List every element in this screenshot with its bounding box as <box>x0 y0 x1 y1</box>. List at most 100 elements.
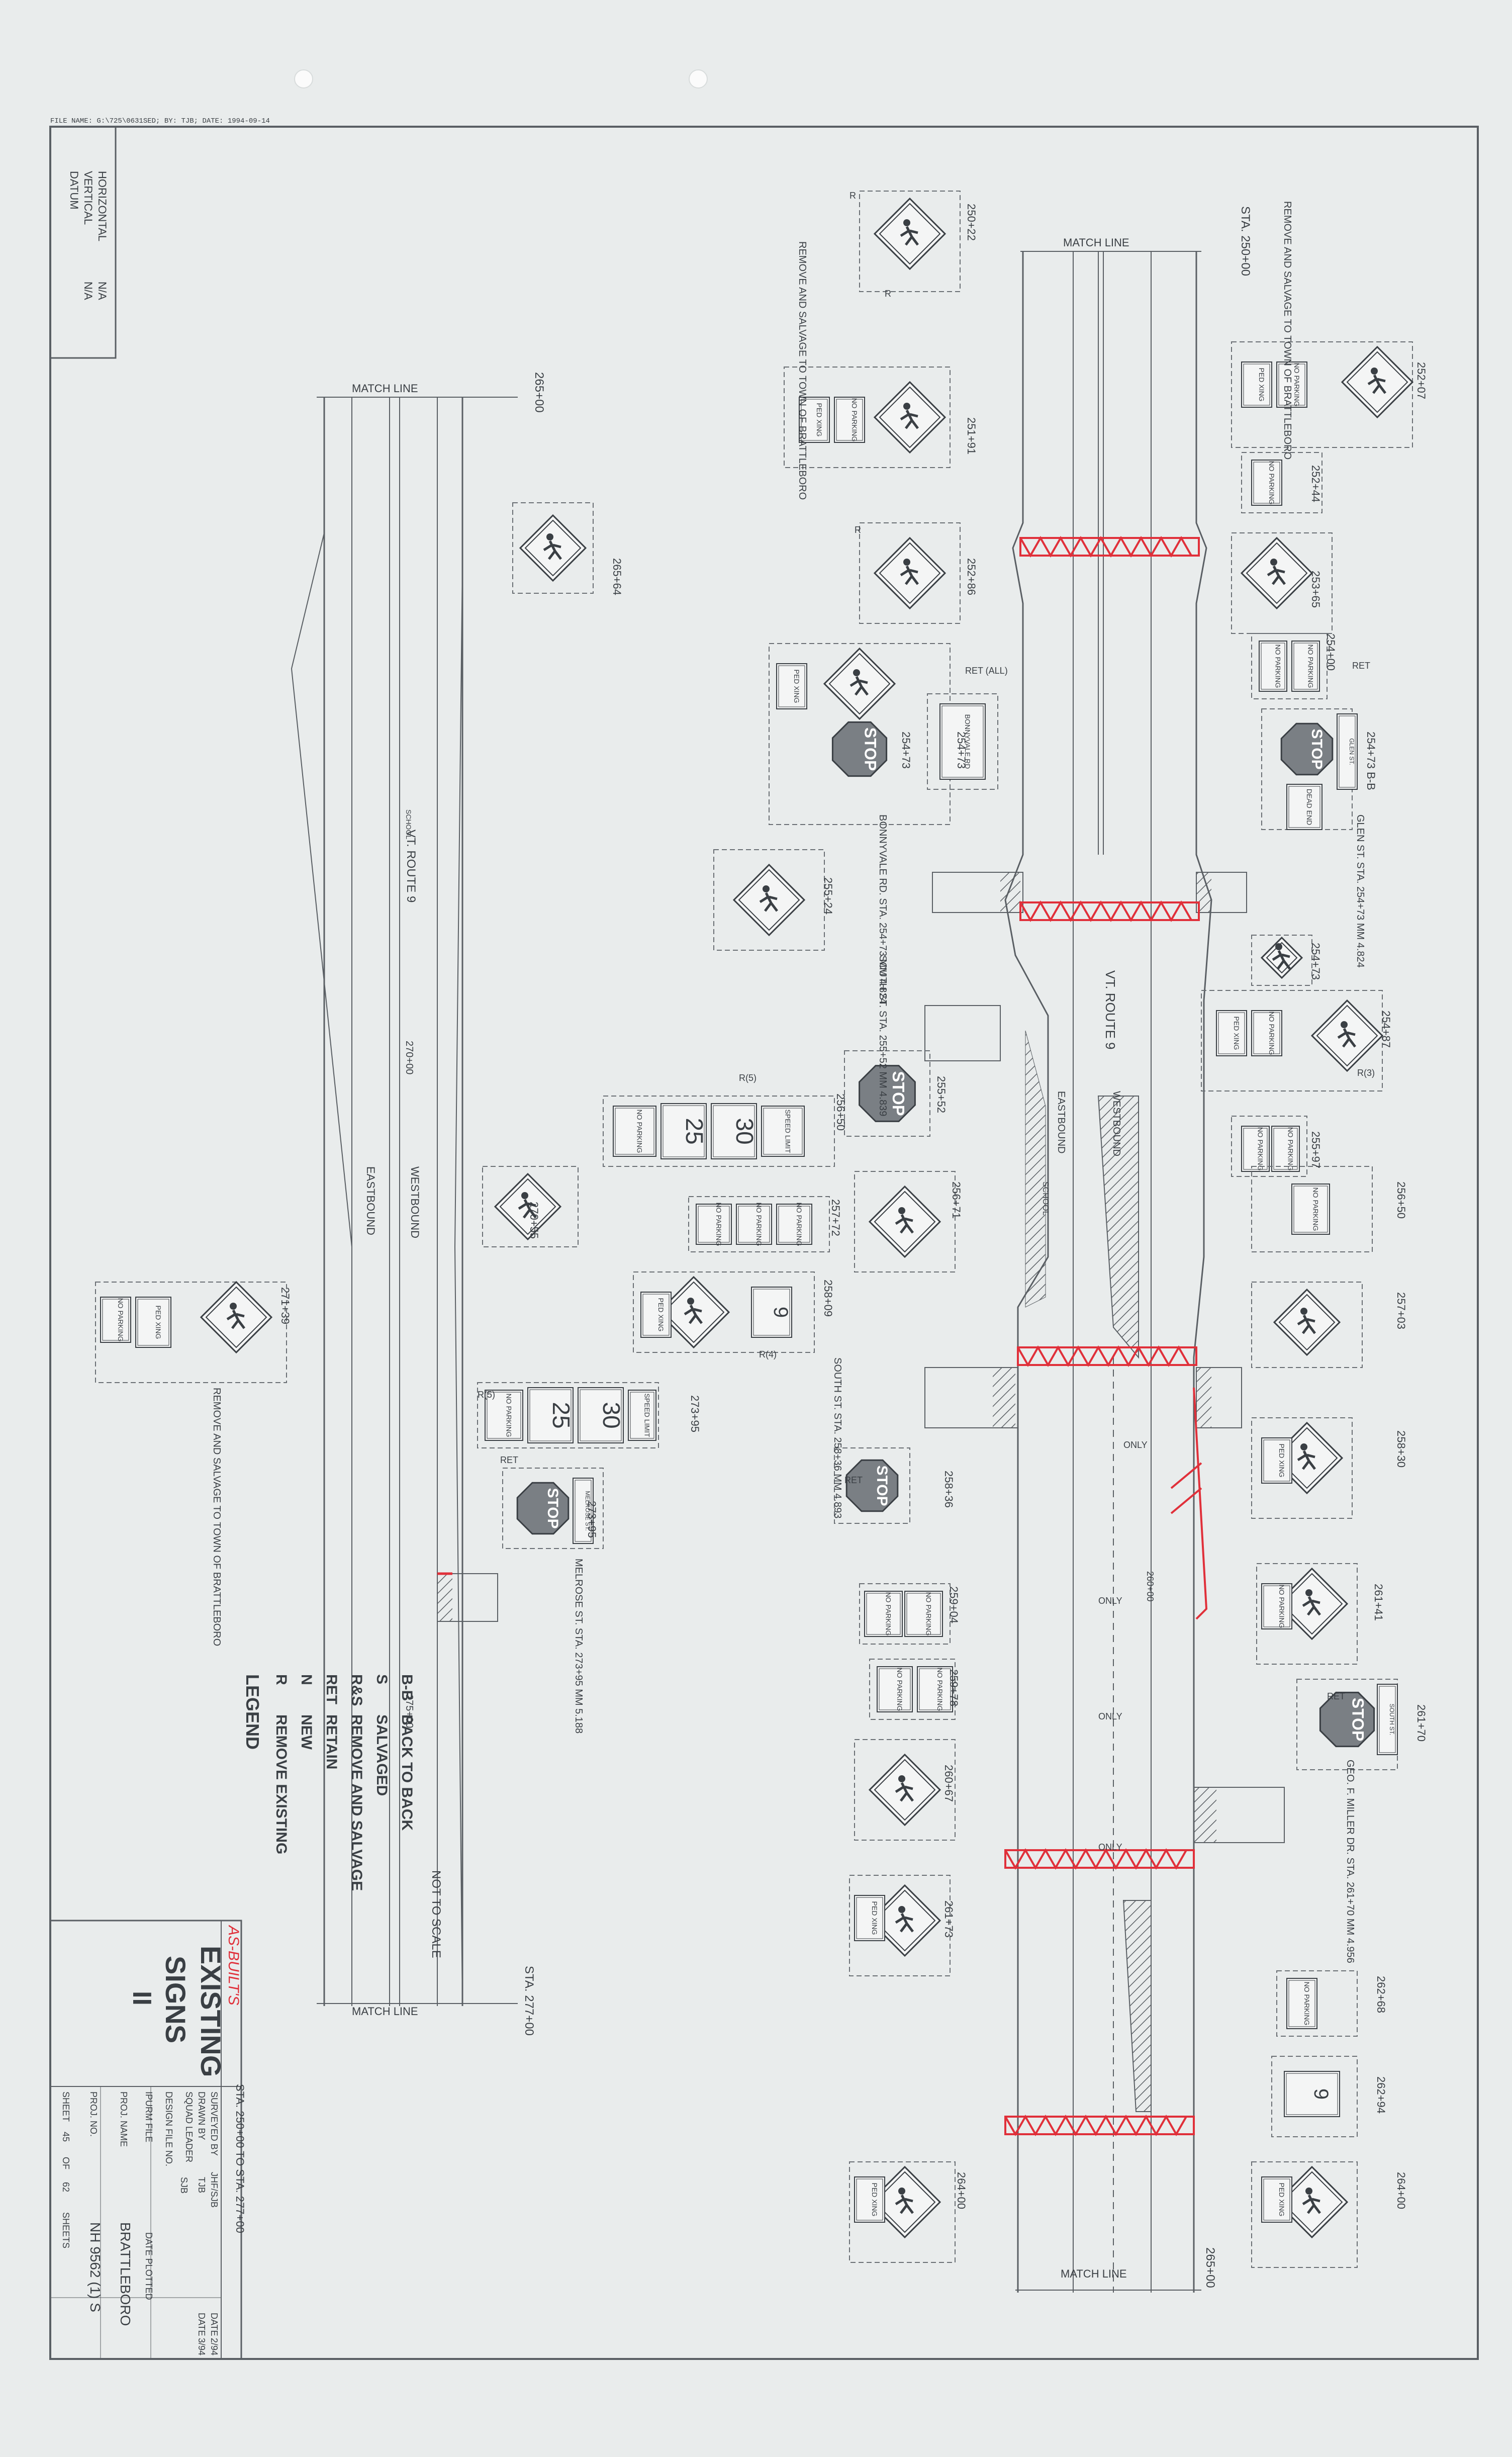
title-line-2: SIGNS <box>160 1956 192 2043</box>
sign-callout-box <box>927 693 998 790</box>
sign-callout-box <box>1201 990 1383 1091</box>
no-parking-plate: NO PARKING <box>1291 1184 1330 1235</box>
svg-text:STOP: STOP <box>889 1071 908 1116</box>
svg-text:SPEED LIMIT: SPEED LIMIT <box>643 1393 651 1437</box>
no-parking-plate: NO PARKING <box>877 1666 913 1712</box>
legend-title: LEGEND <box>242 1674 263 1750</box>
svg-text:PED XING: PED XING <box>1278 1444 1286 1478</box>
station-callout: 252+44 <box>1309 465 1322 502</box>
sheets-label: SHEETS <box>61 2212 71 2248</box>
sign-callout-box <box>769 643 951 825</box>
handwritten-as-builts: AS-BUILT'S <box>225 1925 242 2006</box>
svg-text:NO PARKING: NO PARKING <box>1268 461 1276 505</box>
sign-callout-box <box>713 849 825 951</box>
speed-limit-sign: 30 <box>711 1103 758 1159</box>
svg-text:SPEED LIMIT: SPEED LIMIT <box>784 1109 792 1153</box>
station-callouts: 250+22 251+91 252+86 254+73 254+73 255+2… <box>279 204 1428 2209</box>
left-station-mid: 270+00 <box>404 1041 415 1074</box>
svg-text:PED XING: PED XING <box>871 1901 879 1935</box>
svg-text:9: 9 <box>1310 2088 1332 2100</box>
ped-xing-plate: PED XING <box>1216 1010 1247 1056</box>
ped-xing-plate: PED XING <box>1261 2176 1292 2223</box>
station-callout: 256+50 <box>1395 1181 1407 1219</box>
remove-note: REMOVE AND SALVAGE TO TOWN OF BRATTLEBOR… <box>797 241 808 500</box>
sign-status-label: RET <box>500 1455 518 1465</box>
sign-status-label: R <box>885 289 891 299</box>
no-parking-plate: NO PARKING <box>100 1297 131 1343</box>
svg-text:PED XING: PED XING <box>793 670 801 703</box>
station-callout: 271+39 <box>279 1287 292 1324</box>
no-parking-plate: NO PARKING <box>1251 460 1282 506</box>
station-callout: 258+09 <box>822 1280 834 1317</box>
sign-callout-box <box>859 522 961 624</box>
svg-text:NO PARKING: NO PARKING <box>1312 1188 1320 1231</box>
left-sta-end: STA. 277+00 <box>522 1966 536 2036</box>
only-marking: ONLY <box>1123 1440 1148 1450</box>
sign-callout-box <box>1276 1970 1358 2037</box>
sign-callout-box <box>849 1875 951 1976</box>
date-plotted-label: DATE PLOTTED <box>144 2232 154 2300</box>
svg-text:30: 30 <box>731 1118 758 1144</box>
street-name-sign: BONNYVALE RD <box>939 703 986 780</box>
no-parking-plate: NO PARKING <box>1251 1010 1282 1056</box>
svg-text:PED XING: PED XING <box>1278 2183 1286 2217</box>
sign-callout-box <box>1241 452 1322 513</box>
station-callout: 252+07 <box>1415 362 1428 399</box>
ped-xing-plate: PED XING <box>135 1297 171 1348</box>
legend-code: N <box>298 1674 315 1685</box>
svg-text:NO PARKING: NO PARKING <box>925 1592 933 1636</box>
sign-callout-box <box>834 1447 910 1524</box>
street-note: SOUTH ST. STA. 258+36 MM 4.893 <box>832 1357 843 1518</box>
ped-xing-plate: PED XING <box>799 397 830 443</box>
cross-road-sign <box>1273 1288 1341 1356</box>
punch-hole <box>689 69 708 88</box>
sheet-of: OF <box>61 2157 71 2169</box>
station-callout: 258+36 <box>942 1471 955 1508</box>
datum-horizontal-label: HORIZONTAL <box>96 171 109 241</box>
svg-text:NO PARKING: NO PARKING <box>850 398 859 442</box>
sign-callout-box <box>95 1282 287 1383</box>
title-line-1: EXISTING <box>195 1946 227 2077</box>
sheet-number: 45 <box>61 2132 71 2142</box>
right-match-line-top: MATCH LINE <box>1063 236 1129 249</box>
remove-note: REMOVE AND SALVAGE TO TOWN OF BRATTLEBOR… <box>1282 201 1293 460</box>
svg-text:MELROSE ST.: MELROSE ST. <box>584 1491 591 1530</box>
punch-hole <box>294 69 313 88</box>
t-intersection-sign <box>200 1281 273 1354</box>
surveyed-by-label: SURVEYED BY <box>209 2091 219 2156</box>
datum-horizontal-value: N/A <box>96 282 109 300</box>
station-callout: 256+50 <box>834 1094 847 1131</box>
sign-callout-box <box>1251 2161 1358 2268</box>
legend-meaning: REMOVE EXISTING <box>273 1714 290 1854</box>
station-range: STA. 250+00 TO STA. 277+00 <box>234 2084 246 2233</box>
station-callout: 262+68 <box>1375 1976 1387 2013</box>
only-marking: ONLY <box>1098 1842 1122 1852</box>
sign-status-label: RET <box>1327 1691 1345 1701</box>
pedestrian-warning-sign <box>823 647 896 720</box>
sign-status-label: RET (ALL) <box>965 666 1008 676</box>
no-parking-plate: NO PARKING <box>776 1203 812 1246</box>
street-note: GLEN ST. STA. 254+73 MM 4.824 <box>1355 814 1366 968</box>
legend-meaning: REMOVE AND SALVAGE <box>348 1714 365 1891</box>
svg-text:PED XING: PED XING <box>871 2183 879 2217</box>
station-callout: 261+70 <box>1415 1704 1428 1742</box>
no-parking-plate: NO PARKING <box>485 1390 523 1441</box>
no-parking-plate: NO PARKING <box>917 1666 953 1712</box>
svg-text:BONNYVALE RD: BONNYVALE RD <box>964 714 972 769</box>
sign-callout-box <box>844 1050 930 1137</box>
no-parking-plate: NO PARKING <box>1286 1978 1317 2029</box>
no-parking-plate: NO PARKING <box>613 1106 656 1157</box>
station-callout: 253+65 <box>1309 571 1322 608</box>
project-name: BRATTLEBORO <box>118 2222 133 2326</box>
left-match-line-bottom: MATCH LINE <box>352 2005 418 2018</box>
no-parking-plate: NO PARKING <box>904 1591 943 1637</box>
svg-text:NO PARKING: NO PARKING <box>636 1110 644 1153</box>
svg-text:NO PARKING: NO PARKING <box>1278 1585 1286 1628</box>
sign-status-label: R(4) <box>759 1349 777 1359</box>
lane-arrows: ONLY ONLY ONLY ONLY <box>1098 1440 1148 1852</box>
speed-limit-sign: 25 <box>527 1387 574 1443</box>
station-callout: 254+87 <box>1380 1011 1392 1048</box>
svg-text:NO PARKING: NO PARKING <box>1293 363 1301 407</box>
datum-vertical-value: N/A <box>82 282 94 300</box>
